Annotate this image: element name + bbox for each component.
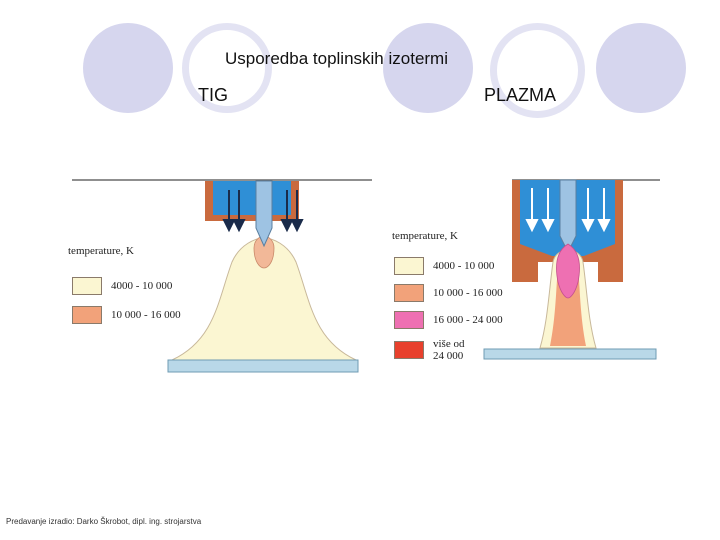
decor-circle-1	[83, 23, 173, 113]
plasma-legend-label-line: više od	[433, 338, 465, 350]
tig-legend-title: temperature, K	[68, 245, 134, 257]
plasma-legend-swatch	[394, 311, 424, 329]
plasma-legend-item: 16 000 - 24 000	[394, 311, 503, 329]
decor-circle-3	[383, 23, 473, 113]
plasma-arc-core	[556, 243, 580, 299]
tig-workpiece	[167, 359, 359, 373]
tig-legend-item: 10 000 - 16 000	[72, 306, 181, 324]
plasma-label: PLAZMA	[484, 85, 557, 105]
plasma-legend-title: temperature, K	[392, 230, 458, 242]
tig-gas-arrows	[222, 190, 304, 233]
decor-circle-4	[490, 23, 585, 118]
tig-legend-item: 4000 - 10 000	[72, 277, 172, 295]
slide-title: Usporedba toplinskih izotermi	[225, 49, 448, 68]
tig-nozzle-channel	[213, 181, 291, 215]
tig-legend-swatch	[72, 277, 102, 295]
tig-legend-label: 10 000 - 16 000	[111, 309, 181, 321]
footer-credit: Predavanje izradio: Darko Škrobot, dipl.…	[6, 517, 202, 526]
plasma-legend-label: 16 000 - 24 000	[433, 314, 503, 326]
plasma-legend-swatch	[394, 257, 424, 275]
plasma-gas-arrows	[525, 188, 611, 233]
plasma-legend-label: 4000 - 10 000	[433, 260, 495, 272]
decor-circle-2	[182, 23, 272, 113]
decor-circle-5	[596, 23, 686, 113]
plasma-legend-label-line: 24 000	[433, 350, 464, 362]
plasma-workpiece	[483, 348, 657, 360]
tig-label: TIG	[198, 85, 228, 105]
tig-electrode	[255, 180, 273, 248]
plasma-legend-item: 4000 - 10 000	[394, 257, 494, 275]
plasma-legend-swatch	[394, 341, 424, 359]
plasma-legend-label: 10 000 - 16 000	[433, 287, 503, 299]
plasma-electrode	[559, 179, 577, 254]
plasma-legend-swatch	[394, 284, 424, 302]
plasma-legend-item: 10 000 - 16 000	[394, 284, 503, 302]
tig-legend-label: 4000 - 10 000	[111, 280, 173, 292]
tig-legend-swatch	[72, 306, 102, 324]
